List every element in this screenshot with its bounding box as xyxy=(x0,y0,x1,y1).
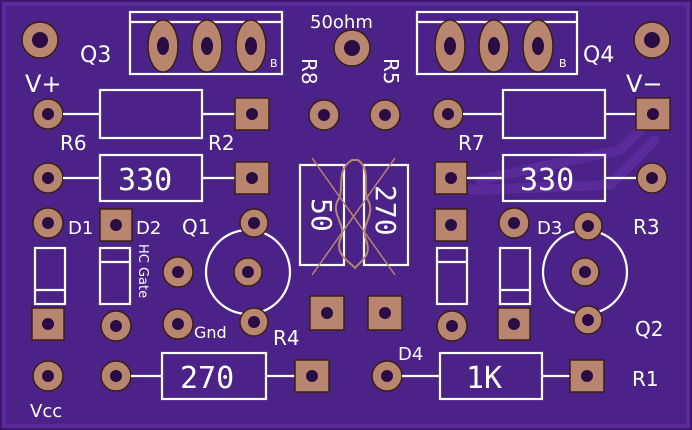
r7-footprint xyxy=(434,153,668,203)
q1-label: Q1 xyxy=(182,215,210,239)
q2-footprint xyxy=(541,211,629,335)
r1-label: R1 xyxy=(632,367,659,391)
r2-footprint xyxy=(32,153,270,203)
gnd-label: Gnd xyxy=(194,323,227,342)
d1-footprint xyxy=(31,207,67,341)
q2-label: Q2 xyxy=(635,317,663,341)
r7-value: 330 xyxy=(520,163,574,198)
r8-label: R8 xyxy=(297,58,321,85)
r6-footprint xyxy=(32,88,270,140)
r7-top-footprint xyxy=(432,88,671,140)
hc-gate-label: HC Gate xyxy=(135,244,150,298)
q4-base-mark: B xyxy=(559,57,567,70)
d2-footprint xyxy=(98,208,133,342)
d3-footprint xyxy=(434,207,532,342)
r4-value: 270 xyxy=(180,361,234,396)
r4-label: R4 xyxy=(273,326,300,350)
d4-label: D4 xyxy=(398,344,423,365)
mount-pads xyxy=(21,21,671,67)
r4-footprint xyxy=(32,351,330,401)
fifty-ohm-label: 50ohm xyxy=(310,12,373,33)
d2-label: D2 xyxy=(136,218,161,239)
q1-footprint xyxy=(162,208,292,340)
center-left-value: 50 xyxy=(305,198,338,232)
r1-value: 1K xyxy=(466,361,502,396)
r2-label: R2 xyxy=(208,131,235,155)
vplus-label: V+ xyxy=(25,70,62,98)
vcc-label: Vcc xyxy=(30,401,62,422)
q4-footprint xyxy=(415,10,579,76)
r5-label: R5 xyxy=(379,58,403,85)
r1-footprint xyxy=(371,351,605,401)
d3-label: D3 xyxy=(537,218,562,239)
center-right-value: 270 xyxy=(369,185,402,236)
q3-footprint xyxy=(128,10,284,76)
center-resistors xyxy=(298,99,410,331)
d1-label: D1 xyxy=(68,218,93,239)
q3-label: Q3 xyxy=(80,43,111,68)
q4-label: Q4 xyxy=(583,43,614,68)
vminus-label: V− xyxy=(626,70,663,98)
r7-label: R7 xyxy=(458,131,485,155)
r2-value: 330 xyxy=(118,163,172,198)
r6-label: R6 xyxy=(60,131,87,155)
r3-label: R3 xyxy=(633,215,660,239)
q3-base-mark: B xyxy=(270,57,278,70)
